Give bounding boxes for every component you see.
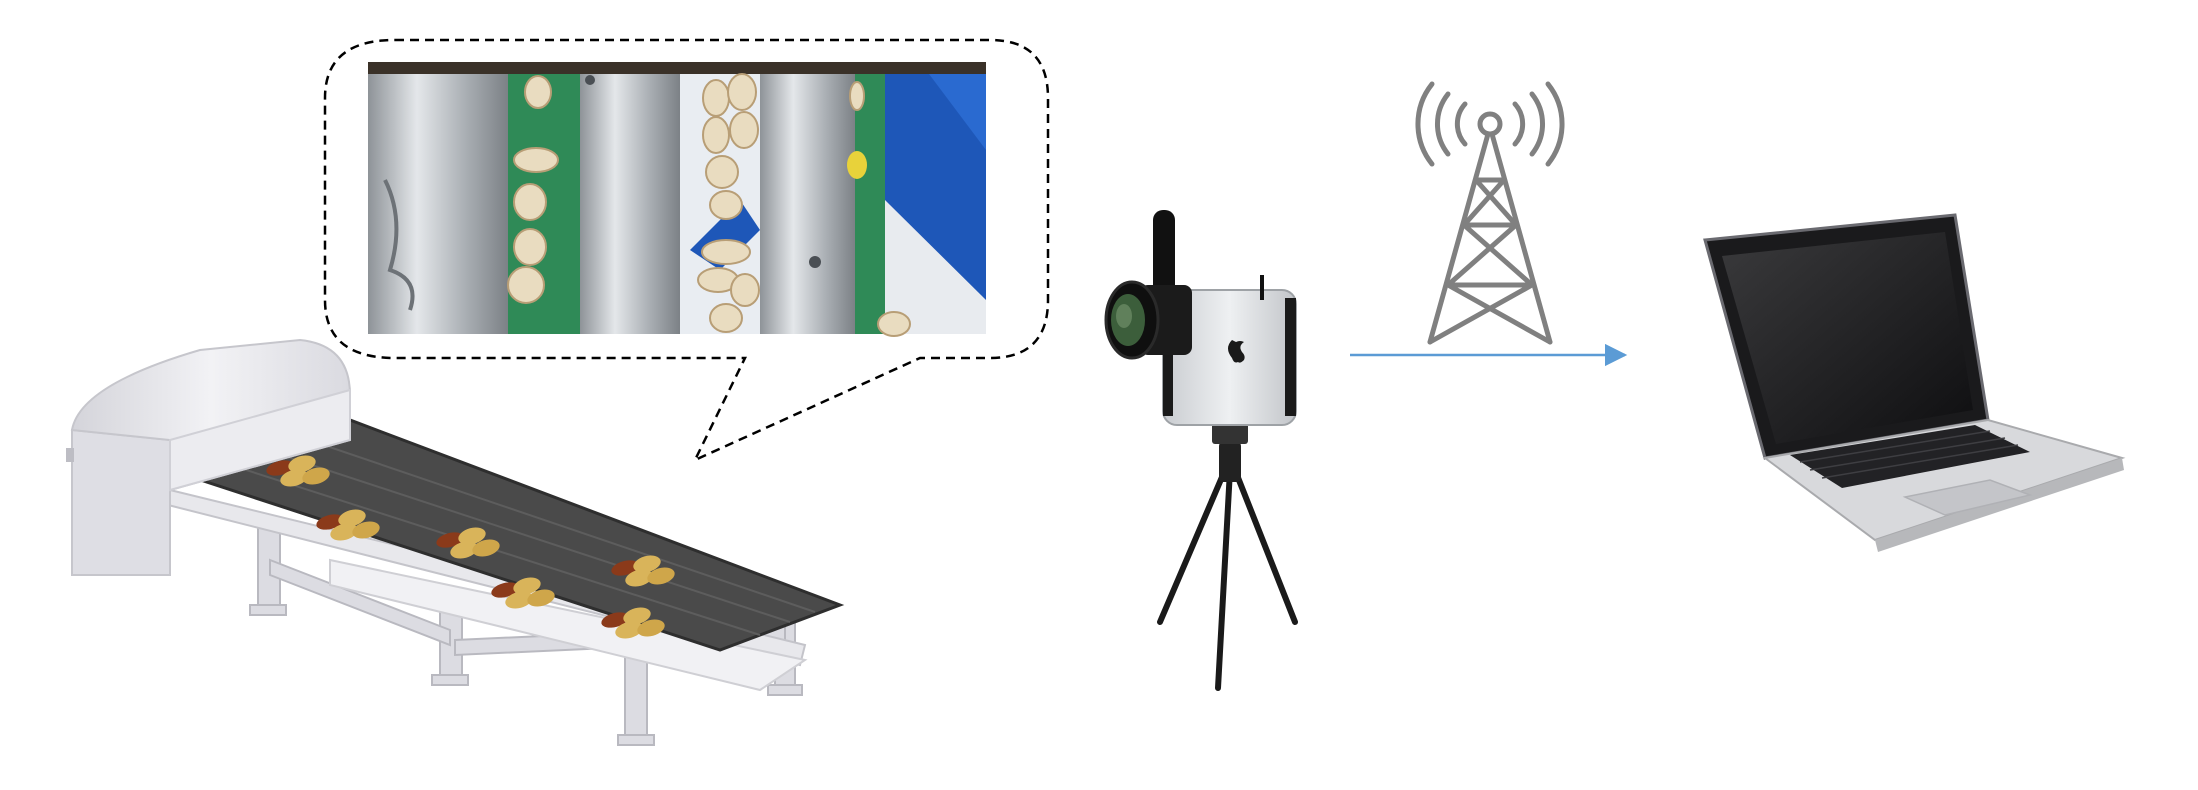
callout-bubble — [323, 38, 1050, 463]
pistachio-roller-photo — [368, 62, 986, 337]
conveyor-hood — [66, 338, 351, 576]
pistachio-group — [266, 455, 675, 639]
wireless-tower-icon — [1415, 81, 1565, 345]
laptop-icon — [1703, 213, 2126, 552]
smartphone-camera-on-tripod-icon — [1104, 210, 1298, 691]
conveyor-belt-icon — [66, 338, 845, 746]
